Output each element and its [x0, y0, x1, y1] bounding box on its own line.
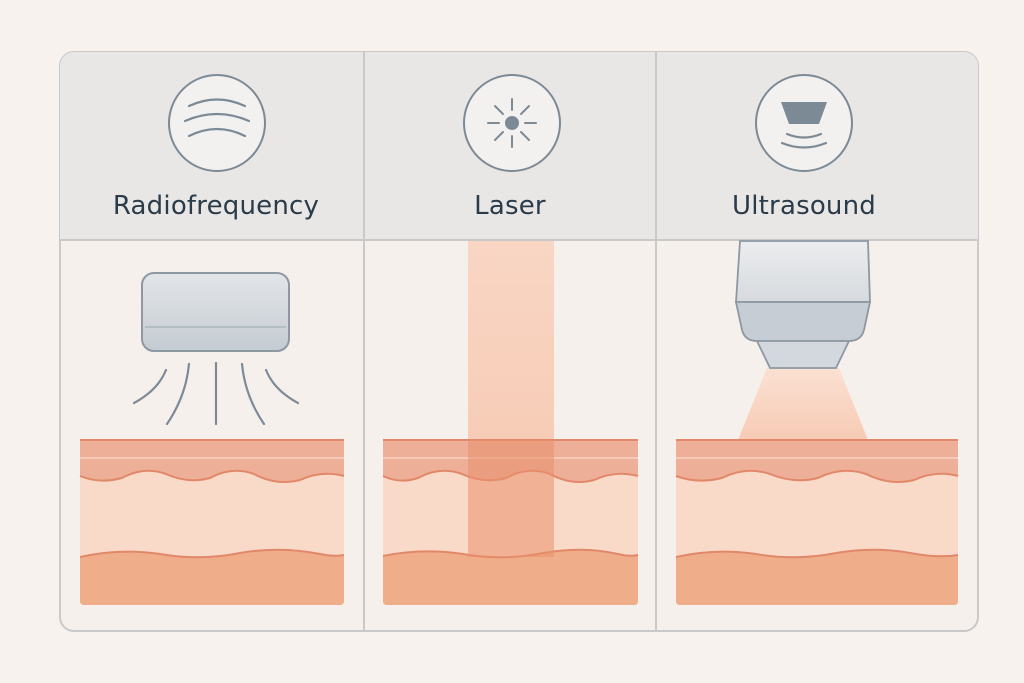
sun-burst-icon	[463, 74, 561, 172]
rf-waves	[132, 361, 300, 426]
ultrasound-label: Ultrasound	[732, 191, 876, 221]
skin-block-rf	[79, 439, 345, 605]
radiofrequency-label: Radiofrequency	[112, 191, 320, 221]
rf-applicator	[141, 272, 290, 352]
skin-block-ultrasound	[675, 439, 959, 605]
ultrasound-probe	[734, 240, 872, 440]
laser-absorption-zone	[468, 440, 554, 557]
transducer-icon	[755, 74, 853, 172]
radio-waves-icon	[168, 74, 266, 172]
skin-block-laser	[382, 439, 639, 605]
ultrasound-cone	[738, 368, 868, 440]
laser-label: Laser	[474, 191, 546, 221]
